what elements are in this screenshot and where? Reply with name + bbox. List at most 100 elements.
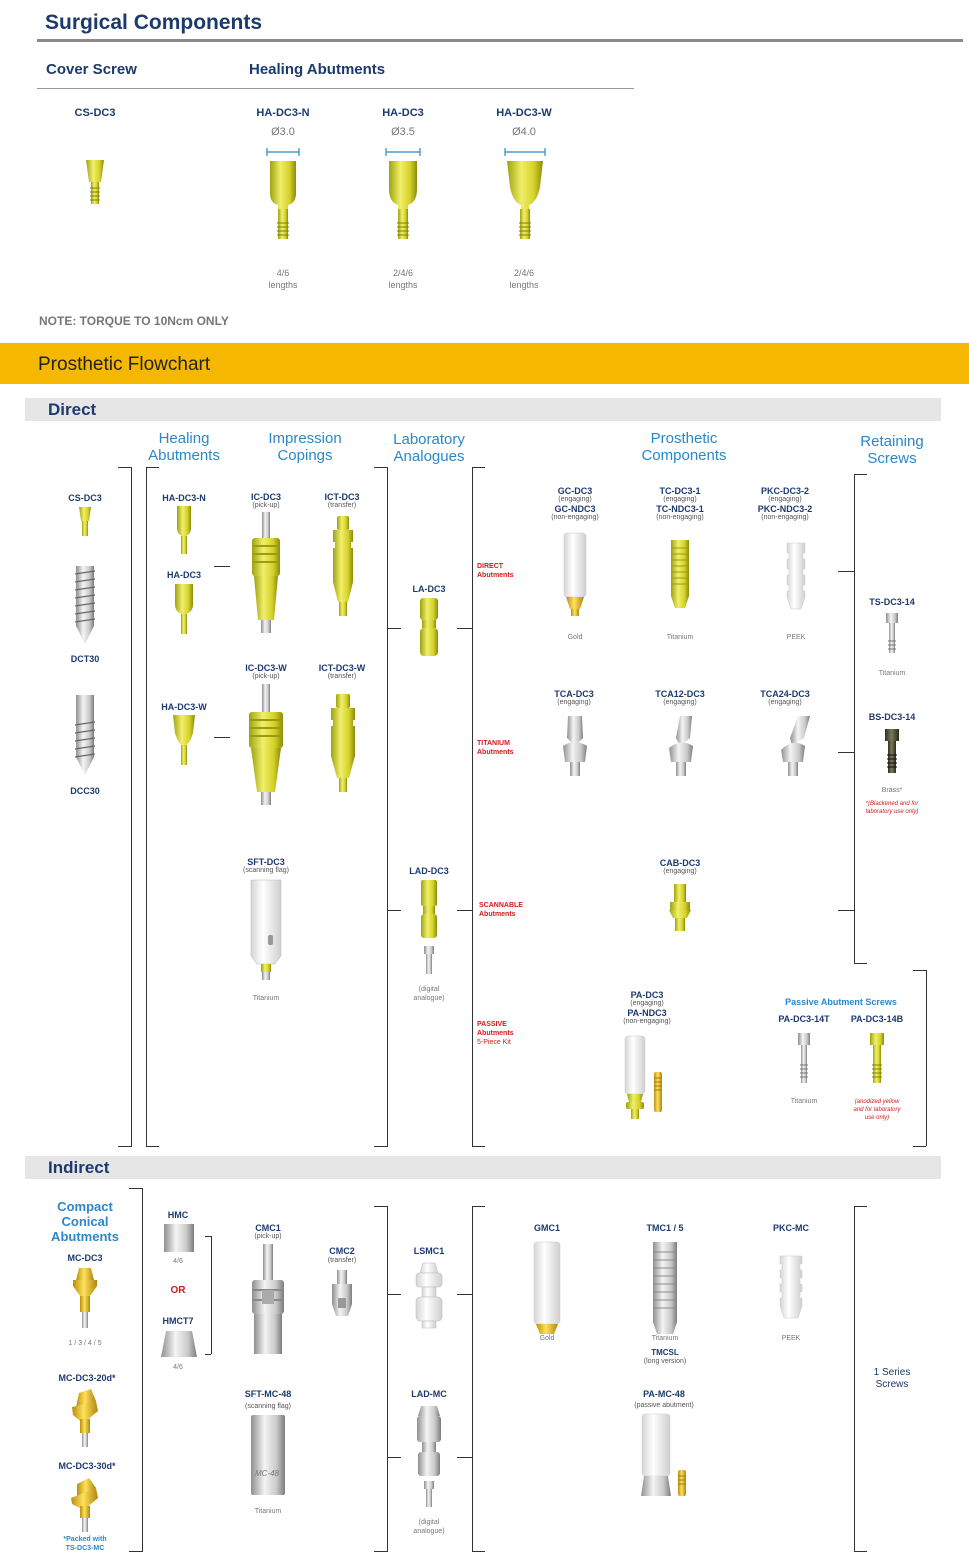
passive-screws-title: Passive Abutment Screws bbox=[785, 997, 897, 1007]
cmc2-code: CMC2 bbox=[329, 1246, 355, 1256]
ha-dc3-w-code: HA-DC3-W bbox=[496, 107, 552, 119]
bracket-screws bbox=[854, 1206, 855, 1552]
pkc-material: PEEK bbox=[786, 634, 806, 641]
tca-dc3-sub: (engaging) bbox=[557, 699, 591, 706]
hmct7-sub: 4/6 bbox=[173, 1364, 183, 1371]
direct-ha-label: HA-DC3 bbox=[166, 570, 202, 580]
ic-dc3-sub: (pick-up) bbox=[252, 502, 280, 509]
cab-dc3-sub: (engaging) bbox=[663, 868, 697, 875]
cab-dc3-code: CAB-DC3 bbox=[659, 858, 701, 868]
ts-dc3-14-code: TS-DC3-14 bbox=[869, 597, 915, 607]
mc-dc3-code: MC-DC3 bbox=[67, 1253, 103, 1263]
pkc-dc3-image bbox=[786, 542, 806, 610]
lsmc1-image bbox=[415, 1262, 443, 1329]
tca-dc3-image bbox=[563, 716, 587, 776]
ha-dc3-diameter: Ø3.5 bbox=[391, 126, 415, 138]
mc-dc3-30d-image bbox=[71, 1478, 98, 1532]
pa-dc3-14t-material: Titanium bbox=[790, 1098, 818, 1105]
heading-rule bbox=[37, 88, 634, 89]
ha-dc3-w-image bbox=[504, 148, 546, 239]
sft-mc-48-material: Titanium bbox=[254, 1508, 282, 1515]
tc-dc3-image bbox=[671, 540, 689, 608]
tc-material: Titanium bbox=[666, 634, 694, 641]
ha-dc3-w-diameter: Ø4.0 bbox=[512, 126, 536, 138]
tmc-code: TMC1 / 5 bbox=[646, 1223, 684, 1233]
surgical-title: Surgical Components bbox=[45, 11, 263, 34]
cmc1-code: CMC1 bbox=[255, 1223, 281, 1233]
ha-dc3-n-image bbox=[266, 148, 300, 239]
tmcsl-code: TMCSL bbox=[651, 1348, 679, 1357]
bs-dc3-14-image bbox=[885, 729, 899, 773]
pa-dc3-14b-code: PA-DC3-14B bbox=[850, 1014, 904, 1024]
mc-dc3-30d-code: MC-DC3-30d* bbox=[58, 1461, 116, 1471]
dcc30-label: DCC30 bbox=[70, 786, 100, 796]
hmct7-code: HMCT7 bbox=[162, 1316, 194, 1326]
pkc-mc-material: PEEK bbox=[781, 1335, 801, 1342]
sft-mc-48-code: SFT-MC-48 bbox=[244, 1389, 292, 1399]
ict-dc3-w-sub: (transfer) bbox=[327, 673, 357, 680]
ic-dc3-w-sub: (pick-up) bbox=[252, 673, 280, 680]
cmc1-sub: (pick-up) bbox=[254, 1233, 282, 1240]
healing-abutments-heading: Healing Abutments bbox=[249, 61, 386, 78]
lad-dc3-screw-image bbox=[424, 946, 434, 974]
lsmc1-code: LSMC1 bbox=[413, 1246, 445, 1256]
bracket-retaining bbox=[854, 474, 855, 964]
bs-dc3-14-code: BS-DC3-14 bbox=[868, 712, 916, 722]
ic-dc3-image bbox=[252, 512, 280, 633]
or-label: OR bbox=[170, 1285, 186, 1296]
ha-dc3-image bbox=[385, 148, 421, 239]
flowchart-title: Prosthetic Flowchart bbox=[38, 354, 211, 375]
gmc1-material: Gold bbox=[539, 1335, 555, 1342]
sft-dc3-image bbox=[250, 879, 282, 980]
tca24-dc3-sub: (engaging) bbox=[768, 699, 802, 706]
ic-dc3-w-image bbox=[249, 684, 283, 805]
indirect-title: Indirect bbox=[48, 1158, 110, 1177]
ts-dc3-14-image bbox=[886, 613, 898, 653]
cmc1-image bbox=[252, 1244, 284, 1354]
lad-mc-screw-image bbox=[424, 1481, 434, 1507]
sft-dc3-material: Titanium bbox=[252, 995, 280, 1002]
tca12-dc3-sub: (engaging) bbox=[663, 699, 697, 706]
bracket-lsmc bbox=[472, 1206, 473, 1552]
tca12-dc3-image bbox=[669, 716, 693, 776]
bs-dc3-14-material: Brass* bbox=[881, 787, 903, 794]
torque-note: NOTE: TORQUE TO 10Ncm ONLY bbox=[39, 314, 229, 328]
pkc-mc-image bbox=[779, 1255, 803, 1319]
indirect-bar bbox=[25, 1156, 941, 1179]
sft-mc-48-image bbox=[251, 1415, 285, 1495]
pa-labels: PA-DC3(engaging) PA-NDC3(non-engaging) bbox=[623, 990, 671, 1025]
gc-dc3-image bbox=[563, 532, 587, 616]
hmc-code: HMC bbox=[167, 1210, 189, 1220]
ts-dc3-14-material: Titanium bbox=[878, 670, 906, 677]
hmc-sub: 4/6 bbox=[173, 1258, 183, 1265]
direct-bar bbox=[25, 398, 941, 421]
direct-ha-n-image bbox=[177, 506, 191, 554]
direct-ha-w-image bbox=[173, 715, 195, 765]
bracket-cmc bbox=[387, 1206, 388, 1552]
sft-dc3-code: SFT-DC3 bbox=[247, 857, 285, 867]
hmct7-image bbox=[161, 1331, 197, 1357]
cover-screw-heading: Cover Screw bbox=[46, 61, 137, 78]
cs-dc3-image bbox=[79, 507, 91, 536]
ic-dc3-code: IC-DC3 bbox=[250, 492, 282, 502]
bracket-lab bbox=[472, 467, 473, 1147]
tmc-image bbox=[653, 1242, 677, 1334]
ict-dc3-image bbox=[333, 516, 353, 616]
gmc1-image bbox=[533, 1241, 561, 1334]
sft-dc3-sub: (scanning flag) bbox=[243, 867, 289, 874]
tca12-dc3-code: TCA12-DC3 bbox=[655, 689, 705, 699]
pa-mc-48-image bbox=[641, 1413, 686, 1496]
